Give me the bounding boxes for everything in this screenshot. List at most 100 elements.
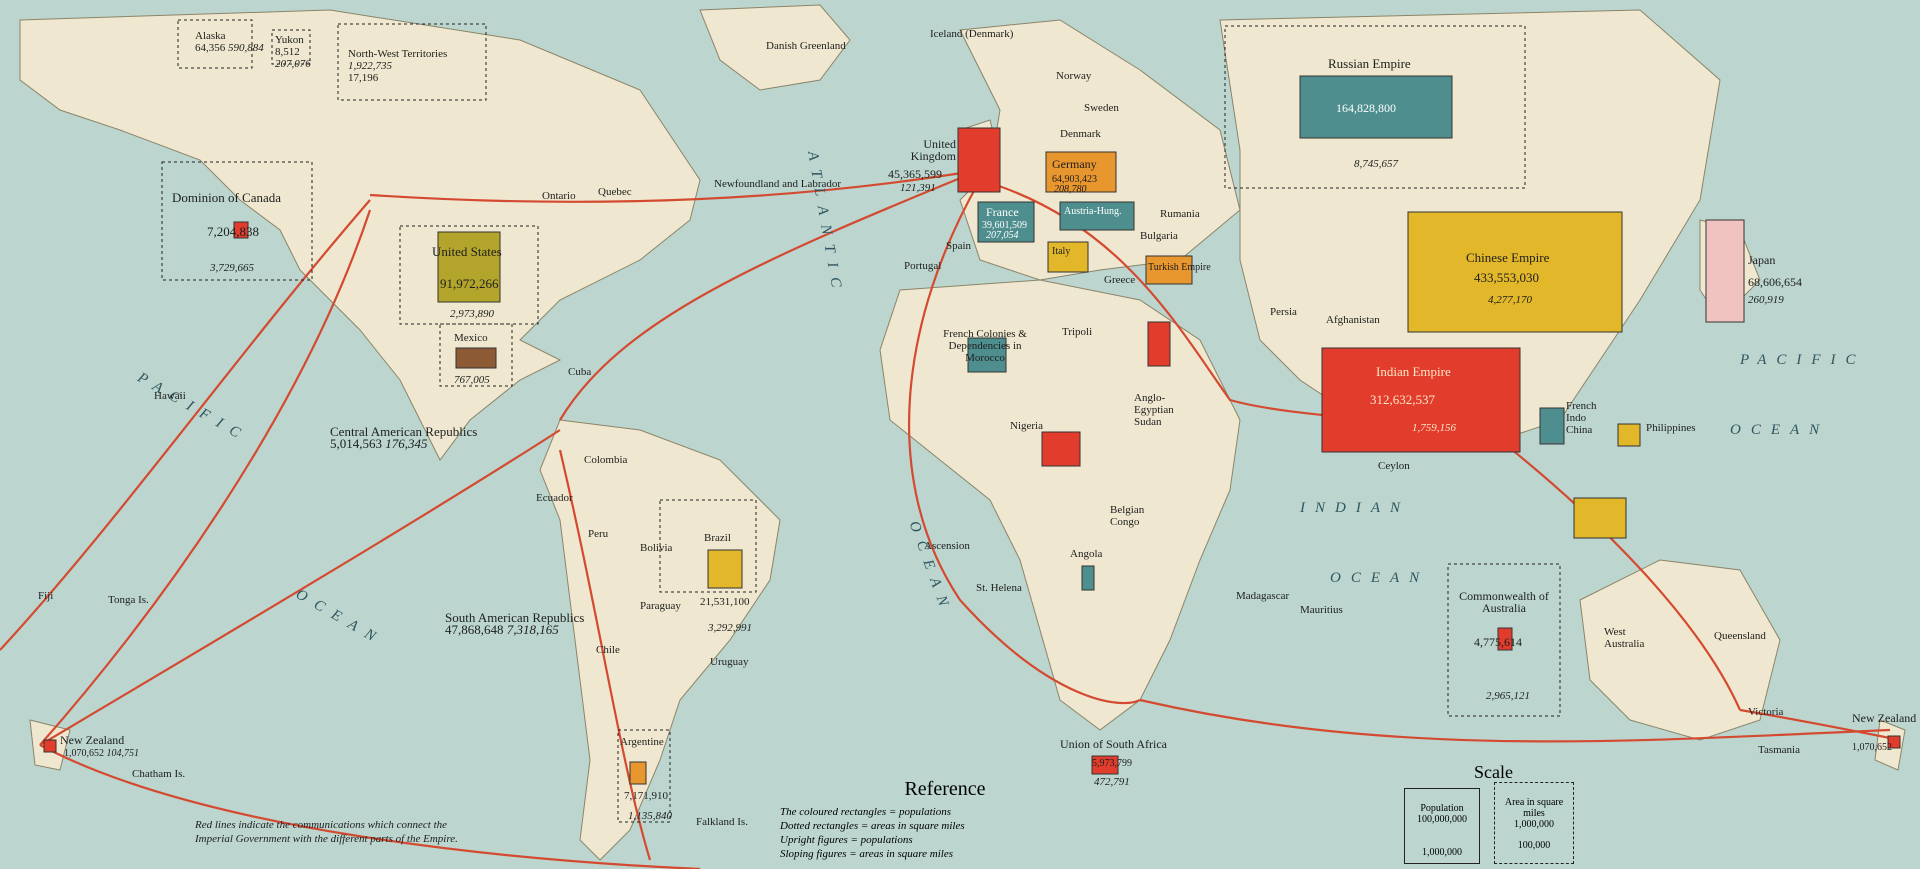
russia-label: Russian Empire	[1328, 56, 1411, 71]
russia-pop-rect	[1299, 75, 1453, 139]
nigeria-pop-rect	[1041, 431, 1081, 467]
france-label: France	[986, 205, 1019, 219]
philippines-pop-rect	[1617, 423, 1641, 447]
canada-pop: 7,204,838	[207, 224, 259, 239]
germany-pop-rect	[1045, 151, 1117, 193]
place-denmark: Denmark	[1060, 128, 1101, 140]
australia-pop-rect	[1497, 627, 1513, 651]
reference-legend: Reference The coloured rectangles = popu…	[780, 778, 1110, 861]
route-west-africa	[908, 179, 981, 601]
argentine-label: Argentine	[620, 736, 664, 748]
route-south-america	[558, 449, 652, 861]
brazil-area: 3,292,991	[708, 622, 752, 634]
us-area: 2,973,890	[450, 308, 494, 320]
brazil-pop: 21,531,100	[700, 596, 750, 608]
route-australia	[1499, 439, 1742, 711]
route-canada	[369, 168, 981, 203]
route-pacific-3	[39, 429, 561, 746]
argentine-pop-rect	[629, 761, 647, 785]
place-colombia: Colombia	[584, 454, 628, 466]
place-tasmania: Tasmania	[1758, 744, 1800, 756]
scale-legend: Scale Population 100,000,000 1,000,000 A…	[1404, 762, 1594, 867]
nwt-area-rect	[337, 23, 487, 101]
argentine-area-rect	[617, 729, 671, 823]
place-tonga: Tonga Is.	[108, 594, 149, 606]
australia-area: 2,965,121	[1486, 690, 1530, 702]
brazil-label: Brazil	[704, 532, 731, 544]
communication-routes	[0, 168, 1901, 869]
mexico-area-rect	[439, 323, 513, 387]
us-pop-rect	[437, 231, 501, 303]
russia-area-rect	[1224, 25, 1526, 189]
argentine-pop: 7,171,910	[624, 790, 668, 802]
nz-pop-rect-east	[1887, 735, 1901, 749]
place-fiji: Fiji	[38, 590, 54, 602]
place-chatham: Chatham Is.	[132, 768, 186, 780]
place-indo-china: French Indo China	[1566, 400, 1597, 436]
austria-pop-rect	[1059, 201, 1135, 231]
japan-label: Japan	[1748, 253, 1776, 267]
canada-area-rect	[161, 161, 313, 281]
ocean-label-indian: INDIAN	[1300, 500, 1410, 516]
mexico-pop-rect	[455, 347, 497, 369]
place-austria: Austria-Hung.	[1064, 206, 1122, 217]
india-area: 1,759,156	[1412, 422, 1456, 434]
place-italy: Italy	[1052, 246, 1071, 257]
place-hawaii: Hawaii	[154, 390, 186, 402]
russia-pop: 164,828,800	[1336, 101, 1396, 115]
mexico-label: Mexico	[454, 332, 488, 344]
land-africa	[879, 279, 1241, 731]
scale-area-box: Area in square miles 1,000,000 100,000	[1494, 782, 1574, 864]
china-pop: 433,553,030	[1474, 270, 1539, 285]
germany-area: 208,780	[1054, 184, 1087, 195]
place-chile: Chile	[596, 644, 620, 656]
canada-area: 3,729,665	[210, 262, 254, 274]
india-pop: 312,632,537	[1370, 392, 1435, 407]
place-victoria: Victoria	[1748, 706, 1784, 718]
region-rectangles	[43, 19, 1901, 823]
japan-pop: 68,606,654	[1748, 275, 1802, 289]
nz-pop-west: 1,070,652 104,751	[64, 748, 139, 759]
place-cuba: Cuba	[568, 366, 592, 378]
uk-label: United Kingdom	[910, 137, 956, 163]
scale-small-pop: 1,000,000	[1422, 847, 1462, 858]
russia-area: 8,745,657	[1354, 158, 1398, 170]
place-queensland: Queensland	[1714, 630, 1766, 642]
sa-area: 472,791	[1094, 776, 1130, 788]
italy-pop-rect	[1047, 241, 1089, 273]
route-caribbean	[559, 168, 981, 421]
land-south-america	[539, 419, 781, 861]
sa-label: Union of South Africa	[1060, 737, 1167, 751]
japan-pop-rect	[1705, 219, 1745, 323]
place-ascension: Ascension	[924, 540, 970, 552]
china-pop-rect	[1407, 211, 1623, 333]
germany-pop: 64,903,423	[1052, 174, 1097, 185]
canada-label: Dominion of Canada	[172, 190, 282, 205]
place-madagascar: Madagascar	[1236, 590, 1290, 602]
scale-population-label: Population	[1420, 803, 1464, 814]
scale-area-value: 1,000,000	[1514, 819, 1554, 830]
place-ecuador: Ecuador	[536, 492, 573, 504]
brazil-pop-rect	[707, 549, 743, 589]
place-rumania: Rumania	[1160, 208, 1200, 220]
nz-pop-rect-west	[43, 739, 57, 753]
reference-line: The coloured rectangles = populations	[780, 806, 951, 818]
route-south-pacific	[39, 744, 701, 869]
sa-pop: 5,973,799	[1092, 758, 1132, 769]
place-persia: Persia	[1270, 306, 1297, 318]
canada-pop-rect	[233, 221, 249, 239]
place-falkland: Falkland Is.	[696, 816, 748, 828]
place-sudan: Anglo-Egyptian Sudan	[1134, 392, 1174, 428]
place-iceland: Iceland (Denmark)	[930, 28, 1014, 40]
china-area: 4,277,170	[1488, 294, 1532, 306]
place-west-australia: West Australia	[1604, 626, 1645, 650]
australia-pop: 4,775,614	[1474, 635, 1522, 649]
place-greece: Greece	[1104, 274, 1136, 286]
uk-pop: 45,365,599	[888, 167, 942, 181]
place-uruguay: Uruguay	[710, 656, 749, 668]
land-north-america	[19, 9, 701, 461]
france-area: 207,054	[986, 230, 1019, 241]
